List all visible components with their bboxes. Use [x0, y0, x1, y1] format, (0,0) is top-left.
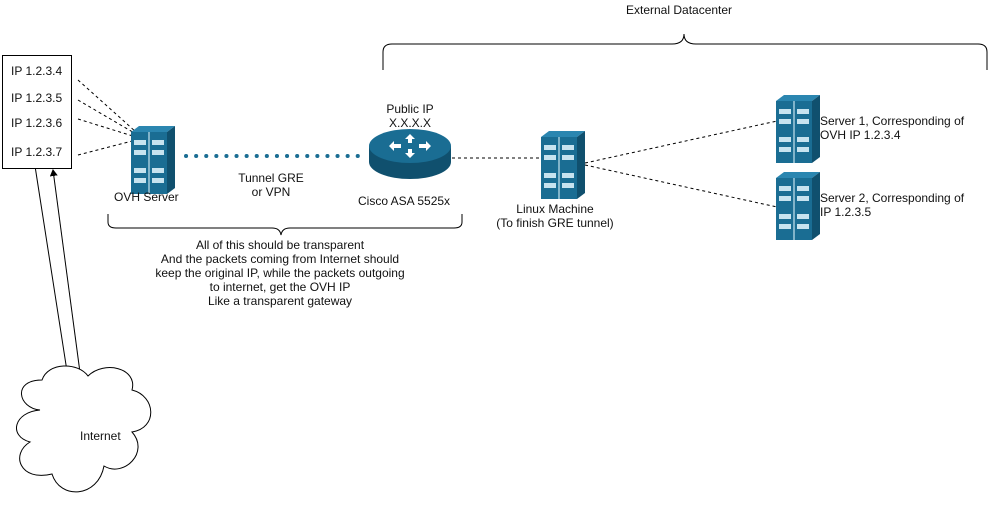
server2-label-line1: Server 2, Corresponding of — [820, 191, 965, 205]
linux-machine-label: Linux Machine (To finish GRE tunnel) — [480, 202, 630, 230]
linux-label-line1: Linux Machine — [516, 202, 594, 216]
server2-label-line2: IP 1.2.3.5 — [820, 205, 872, 219]
tunnel-label-line1: Tunnel GRE — [238, 171, 304, 185]
note-line: Like a transparent gateway — [207, 294, 353, 308]
ovh-server-label: OVH Server — [114, 190, 179, 204]
public-ip-label: Public IP X.X.X.X — [370, 102, 450, 130]
transparency-brace — [107, 214, 463, 236]
ovh-server-icon — [131, 126, 175, 194]
server1-icon — [776, 95, 820, 163]
note-line: keep the original IP, while the packets … — [155, 266, 405, 280]
note-line: to internet, get the OVH IP — [209, 280, 351, 294]
ip-list-box: IP 1.2.3.4 IP 1.2.3.5 IP 1.2.3.6 IP 1.2.… — [2, 55, 72, 169]
arrow-from-internet — [49, 169, 82, 381]
linux-server2-link — [584, 164, 778, 208]
ip-item: IP 1.2.3.5 — [11, 91, 63, 105]
tunnel-label: Tunnel GRE or VPN — [226, 171, 316, 199]
linux-label-line2: (To finish GRE tunnel) — [496, 216, 614, 230]
linux-server1-link — [584, 120, 778, 164]
external-datacenter-label: External Datacenter — [626, 3, 733, 17]
ip-fan-lines — [77, 79, 137, 156]
server1-label: Server 1, Corresponding of OVH IP 1.2.3.… — [820, 114, 964, 142]
server2-label: Server 2, Corresponding of IP 1.2.3.5 — [820, 191, 964, 219]
cisco-label: Cisco ASA 5525x — [358, 194, 451, 208]
internet-cloud — [16, 365, 152, 493]
note-line: All of this should be transparent — [195, 238, 365, 252]
router-icon — [369, 129, 451, 179]
datacenter-brace — [382, 33, 988, 70]
tunnel-label-line2: or VPN — [251, 185, 291, 199]
public-ip-line2: X.X.X.X — [388, 116, 432, 130]
linux-server-icon — [541, 131, 585, 199]
ip-item: IP 1.2.3.6 — [11, 116, 63, 130]
transparency-note: All of this should be transparent And th… — [130, 238, 430, 308]
arrow-to-internet — [34, 165, 73, 385]
internet-label: Internet — [80, 429, 121, 443]
server1-label-line2: OVH IP 1.2.3.4 — [820, 128, 901, 142]
server1-label-line1: Server 1, Corresponding of — [820, 114, 965, 128]
note-line: And the packets coming from Internet sho… — [160, 252, 400, 266]
ip-item: IP 1.2.3.7 — [11, 145, 63, 159]
public-ip-line1: Public IP — [386, 102, 434, 116]
server2-icon — [776, 172, 820, 240]
ip-item: IP 1.2.3.4 — [11, 64, 63, 78]
